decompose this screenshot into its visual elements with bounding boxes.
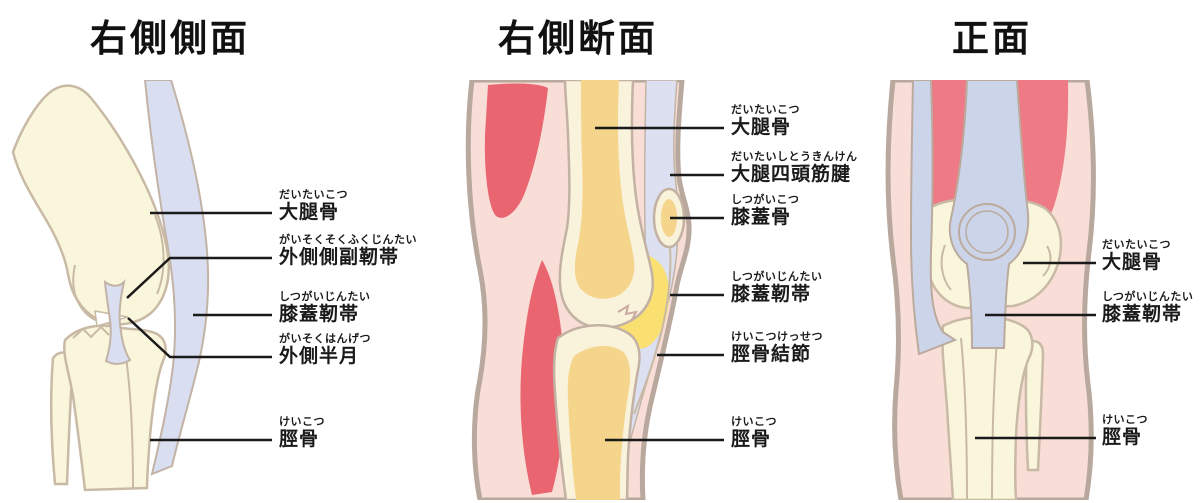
label-femur-lateral: だいたいこつ 大腿骨 (279, 189, 348, 224)
label-kanji: 膝蓋骨 (731, 207, 792, 228)
label-kanji: 脛骨 (1102, 427, 1143, 448)
label-femur-front: だいたいこつ 大腿骨 (1102, 239, 1171, 274)
label-patellar-ligament-front: しつがいじんたい 膝蓋靭帯 (1102, 291, 1193, 326)
label-patella: しつがいこつ 膝蓋骨 (731, 194, 799, 229)
label-femur-section: だいたいこつ 大腿骨 (731, 104, 800, 139)
tibia-marrow-shape (567, 346, 631, 500)
label-tibia-front: けいこつ 脛骨 (1102, 414, 1148, 449)
section-knee-drawing (465, 80, 692, 500)
label-furigana: けいこつけっせつ (731, 331, 823, 343)
tibia-contour-line (991, 339, 998, 500)
title-front-view: 正面 (952, 18, 1032, 59)
tibial-plateau-line (72, 325, 110, 339)
tibia-shape (63, 324, 167, 492)
label-kanji: 大腿骨 (731, 117, 792, 138)
label-tibia-lateral: けいこつ 脛骨 (279, 416, 325, 451)
label-furigana: がいそくそくふくじんたい (279, 234, 417, 246)
femur-shape (11, 84, 170, 326)
condyle-contour-line (940, 244, 952, 291)
patellar-tendon-contour (633, 247, 672, 415)
label-furigana: だいたいこつ (279, 189, 348, 201)
label-tibial-tuberosity: けいこつけっせつ 脛骨結節 (731, 331, 823, 366)
label-furigana: しつがいじんたい (1102, 291, 1194, 303)
label-furigana: がいそくはんげつ (279, 333, 371, 345)
label-kanji: 大腿四頭筋腱 (731, 164, 852, 185)
patella-marrow-shape (661, 199, 677, 237)
label-lcl: がいそくそくふくじんたい 外側側副靭帯 (279, 234, 417, 269)
posterior-muscle-upper (484, 83, 548, 218)
label-furigana: しつがいこつ (731, 194, 800, 206)
label-furigana: けいこつ (279, 416, 325, 428)
label-tibia-section: けいこつ 脛骨 (731, 416, 777, 451)
tibia-front-shape (941, 315, 1034, 500)
posterior-muscle-lower (520, 260, 565, 495)
label-kanji: 膝蓋靭帯 (731, 284, 812, 305)
label-kanji: 膝蓋靭帯 (279, 304, 360, 325)
section-view-illustration (450, 80, 700, 500)
label-kanji: 脛骨 (279, 429, 320, 450)
lateral-collateral-ligament-shape (103, 278, 132, 365)
lateral-knee-drawing (11, 80, 210, 492)
label-patellar-ligament-lateral: しつがいじんたい 膝蓋靭帯 (279, 291, 370, 326)
label-kanji: 脛骨結節 (731, 344, 812, 365)
label-furigana: だいたいこつ (1102, 239, 1171, 251)
front-view-illustration (875, 80, 1110, 500)
iliotibial-band-shape (909, 80, 958, 356)
title-lateral-view: 右側側面 (90, 18, 250, 59)
label-furigana: けいこつ (1102, 414, 1148, 426)
label-kanji: 外側側副靭帯 (279, 247, 400, 268)
front-knee-drawing (885, 80, 1096, 500)
label-kanji: 大腿骨 (1102, 252, 1163, 273)
label-kanji: 外側半月 (279, 346, 360, 367)
patella-front-shape (958, 203, 1016, 261)
label-kanji: 膝蓋靭帯 (1102, 304, 1183, 325)
fat-pad-vessel-squiggle (617, 303, 638, 321)
label-lateral-meniscus: がいそくはんげつ 外側半月 (279, 333, 371, 368)
label-furigana: けいこつ (731, 416, 777, 428)
label-furigana: だいたいこつ (731, 104, 800, 116)
label-furigana: しつがいじんたい (279, 291, 371, 303)
tibia-contour-line (124, 349, 134, 489)
lateral-view-illustration (5, 80, 275, 500)
patella-inner-ring (965, 210, 1009, 254)
label-quad-tendon: だいたいしとうきんけん 大腿四頭筋腱 (731, 151, 858, 186)
label-kanji: 大腿骨 (279, 202, 340, 223)
label-furigana: しつがいじんたい (731, 271, 823, 283)
tibia-contour-line (960, 337, 968, 500)
femur-marrow-shape (574, 80, 635, 299)
label-patellar-ligament-section: しつがいじんたい 膝蓋靭帯 (731, 271, 822, 306)
title-section-view: 右側断面 (498, 18, 658, 59)
label-furigana: だいたいしとうきんけん (731, 151, 858, 163)
label-kanji: 脛骨 (731, 429, 772, 450)
